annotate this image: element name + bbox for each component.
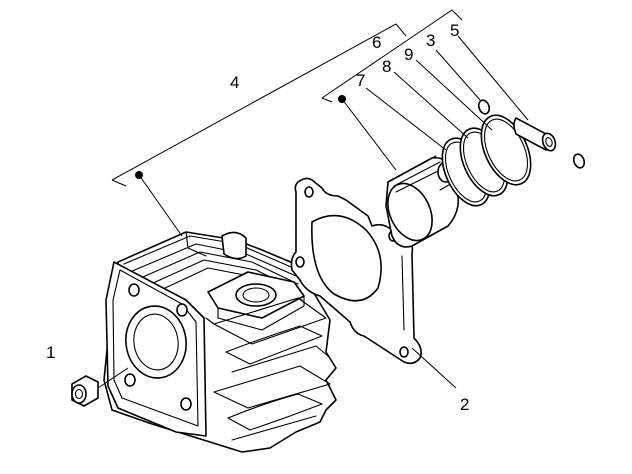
callout-5: 5: [450, 21, 459, 40]
gasket-part: [290, 177, 457, 389]
callout-4: 4: [230, 73, 239, 92]
circlips: [477, 99, 586, 169]
callout-9: 9: [404, 45, 413, 64]
callout-7: 7: [356, 71, 365, 90]
cylinder-block: [103, 231, 337, 453]
callout-labels: 1 2 3 4 5 6 7 8 9: [46, 21, 469, 414]
callout-6: 6: [372, 33, 381, 52]
callout-8: 8: [382, 57, 391, 76]
callout-1: 1: [46, 343, 55, 362]
plug-part: [71, 367, 129, 407]
callout-2: 2: [460, 395, 469, 414]
leader-lines: [111, 9, 529, 237]
piston-part: [385, 155, 460, 248]
callout-3: 3: [426, 31, 435, 50]
piston-pin-part: [513, 117, 557, 152]
